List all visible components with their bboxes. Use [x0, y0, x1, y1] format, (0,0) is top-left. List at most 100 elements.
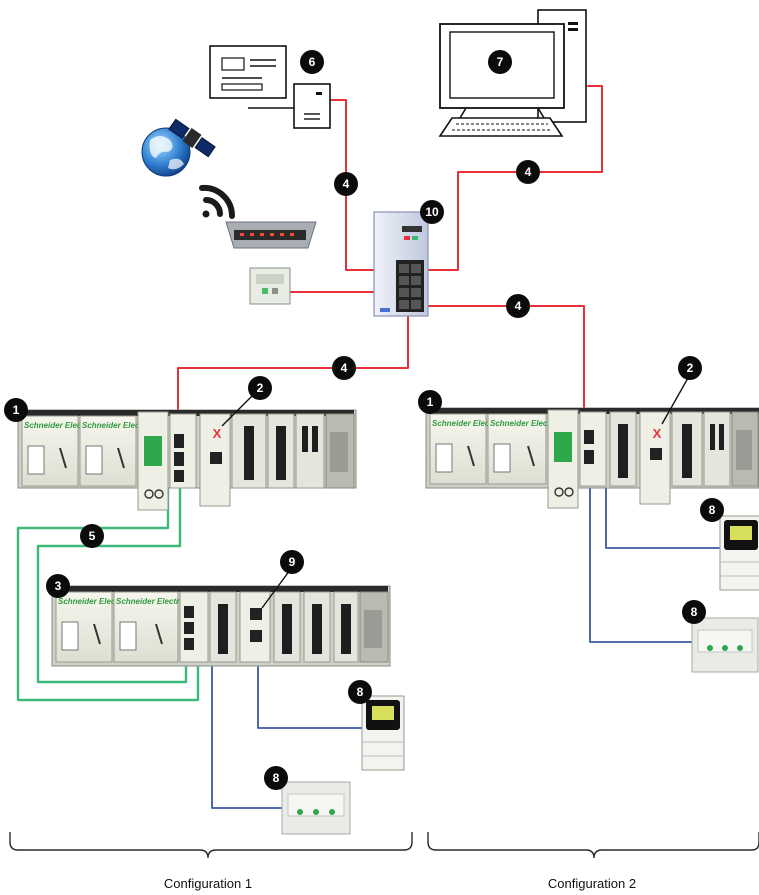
callout-number: 2 [687, 361, 694, 375]
callout-3: 3 [46, 574, 70, 598]
cable-switch-to-config2 [425, 305, 585, 433]
meter-screen [372, 706, 394, 720]
switch-led [412, 236, 418, 240]
callout-1-config2: 1 [418, 390, 442, 414]
satellite-panel [168, 118, 190, 140]
callout-number: 9 [289, 555, 296, 569]
modem-led [250, 233, 254, 236]
configuration-1-label: Configuration 1 [163, 876, 253, 891]
callout-number: 5 [89, 529, 96, 543]
power-meter-display [361, 695, 405, 771]
callout-number: 6 [309, 55, 316, 69]
callout-number: 2 [257, 381, 264, 395]
modem-led [280, 233, 284, 236]
callout-bubble [506, 294, 530, 318]
ring-cable-outer [16, 464, 200, 702]
configuration-brackets [9, 832, 759, 859]
end-cover-slot [364, 610, 382, 648]
ethernet-switch [373, 211, 429, 317]
switch-terminal-block [402, 226, 422, 232]
satellite-body [182, 128, 202, 148]
globe-continent [149, 136, 173, 158]
fault-port [210, 452, 222, 464]
server-led [316, 92, 322, 95]
callout-bubble [332, 356, 356, 380]
callout-4-pc: 4 [516, 160, 540, 184]
cpu-port [144, 489, 154, 499]
brand-label: Schneider Electric [490, 419, 560, 428]
signal-dot [202, 210, 210, 218]
callout-number: 1 [427, 395, 434, 409]
callout-8-config2-bottom: 8 [682, 600, 706, 624]
modem-led [240, 233, 244, 236]
switch-port [399, 288, 409, 297]
switch-port [399, 264, 409, 273]
callout-number: 4 [341, 361, 348, 375]
callout-10: 10 [420, 200, 444, 224]
pc-tower-slot [568, 28, 578, 31]
callout-bubble [80, 524, 104, 548]
callout-8-config1-top: 8 [348, 680, 372, 704]
globe-continent [168, 158, 184, 170]
rtu-led [262, 288, 268, 294]
callout-bubble [300, 50, 324, 74]
ethernet-comm-module [579, 411, 607, 487]
io-connector [244, 426, 254, 480]
rack-config1-remote: Schneider Electric Schneider Electric [51, 585, 391, 667]
rack-top-rail [20, 410, 354, 416]
cpu-port [554, 487, 564, 497]
modem-led [290, 233, 294, 236]
callout-1-config1: 1 [4, 398, 28, 422]
callout-2-config1: 2 [221, 376, 272, 427]
satellite-panel [194, 136, 216, 158]
psu-switch [155, 623, 163, 645]
psu-terminal [27, 445, 45, 475]
rtu-port [272, 288, 278, 294]
comm-port [174, 452, 184, 466]
callout-8-config2-top: 8 [700, 498, 724, 522]
modem-leds [240, 233, 294, 236]
comm-port [184, 638, 194, 650]
callout-4-server: 4 [334, 172, 358, 196]
comm-port [250, 630, 262, 642]
io-connector [341, 604, 351, 654]
modem-led [270, 233, 274, 236]
modem-led [260, 233, 264, 236]
pc-monitor-neck [459, 107, 467, 119]
switch-port [411, 288, 421, 297]
din-meter-led [707, 645, 713, 651]
cpu-port [154, 489, 164, 499]
callout-9: 9 [261, 550, 304, 609]
callout-6: 6 [300, 50, 324, 74]
switch-port [399, 276, 409, 285]
callout-number: 4 [515, 299, 522, 313]
ring-cables [16, 464, 200, 702]
comm-port [584, 450, 594, 464]
comm-port [184, 606, 194, 618]
module-fault-mark: X [653, 426, 662, 441]
signal-arc [203, 197, 223, 217]
callout-7: 7 [488, 50, 512, 74]
server-tower [293, 83, 331, 129]
rack-top-rail [428, 408, 759, 414]
switch-din-clip [380, 308, 390, 312]
callout-leader [221, 391, 257, 427]
callout-number: 8 [691, 605, 698, 619]
satellite-globe-icon [141, 118, 216, 177]
callout-bubble [280, 550, 304, 574]
ring-cable-inner [36, 464, 188, 684]
rack-config2: Schneider Electric Schneider Electric X [425, 407, 759, 509]
satellite-icon [168, 118, 216, 158]
psu-switch [527, 445, 535, 467]
end-cover-slot [736, 430, 752, 470]
brand-label: Schneider Electric [82, 421, 152, 430]
io-module [295, 413, 325, 489]
power-meter-display [719, 515, 759, 591]
callout-4-config2: 4 [506, 294, 530, 318]
comm-port [174, 434, 184, 448]
rack-top-rail [54, 586, 388, 592]
callout-bubble [678, 356, 702, 380]
callout-bubble [420, 200, 444, 224]
switch-port [411, 300, 421, 309]
switch-port [411, 276, 421, 285]
